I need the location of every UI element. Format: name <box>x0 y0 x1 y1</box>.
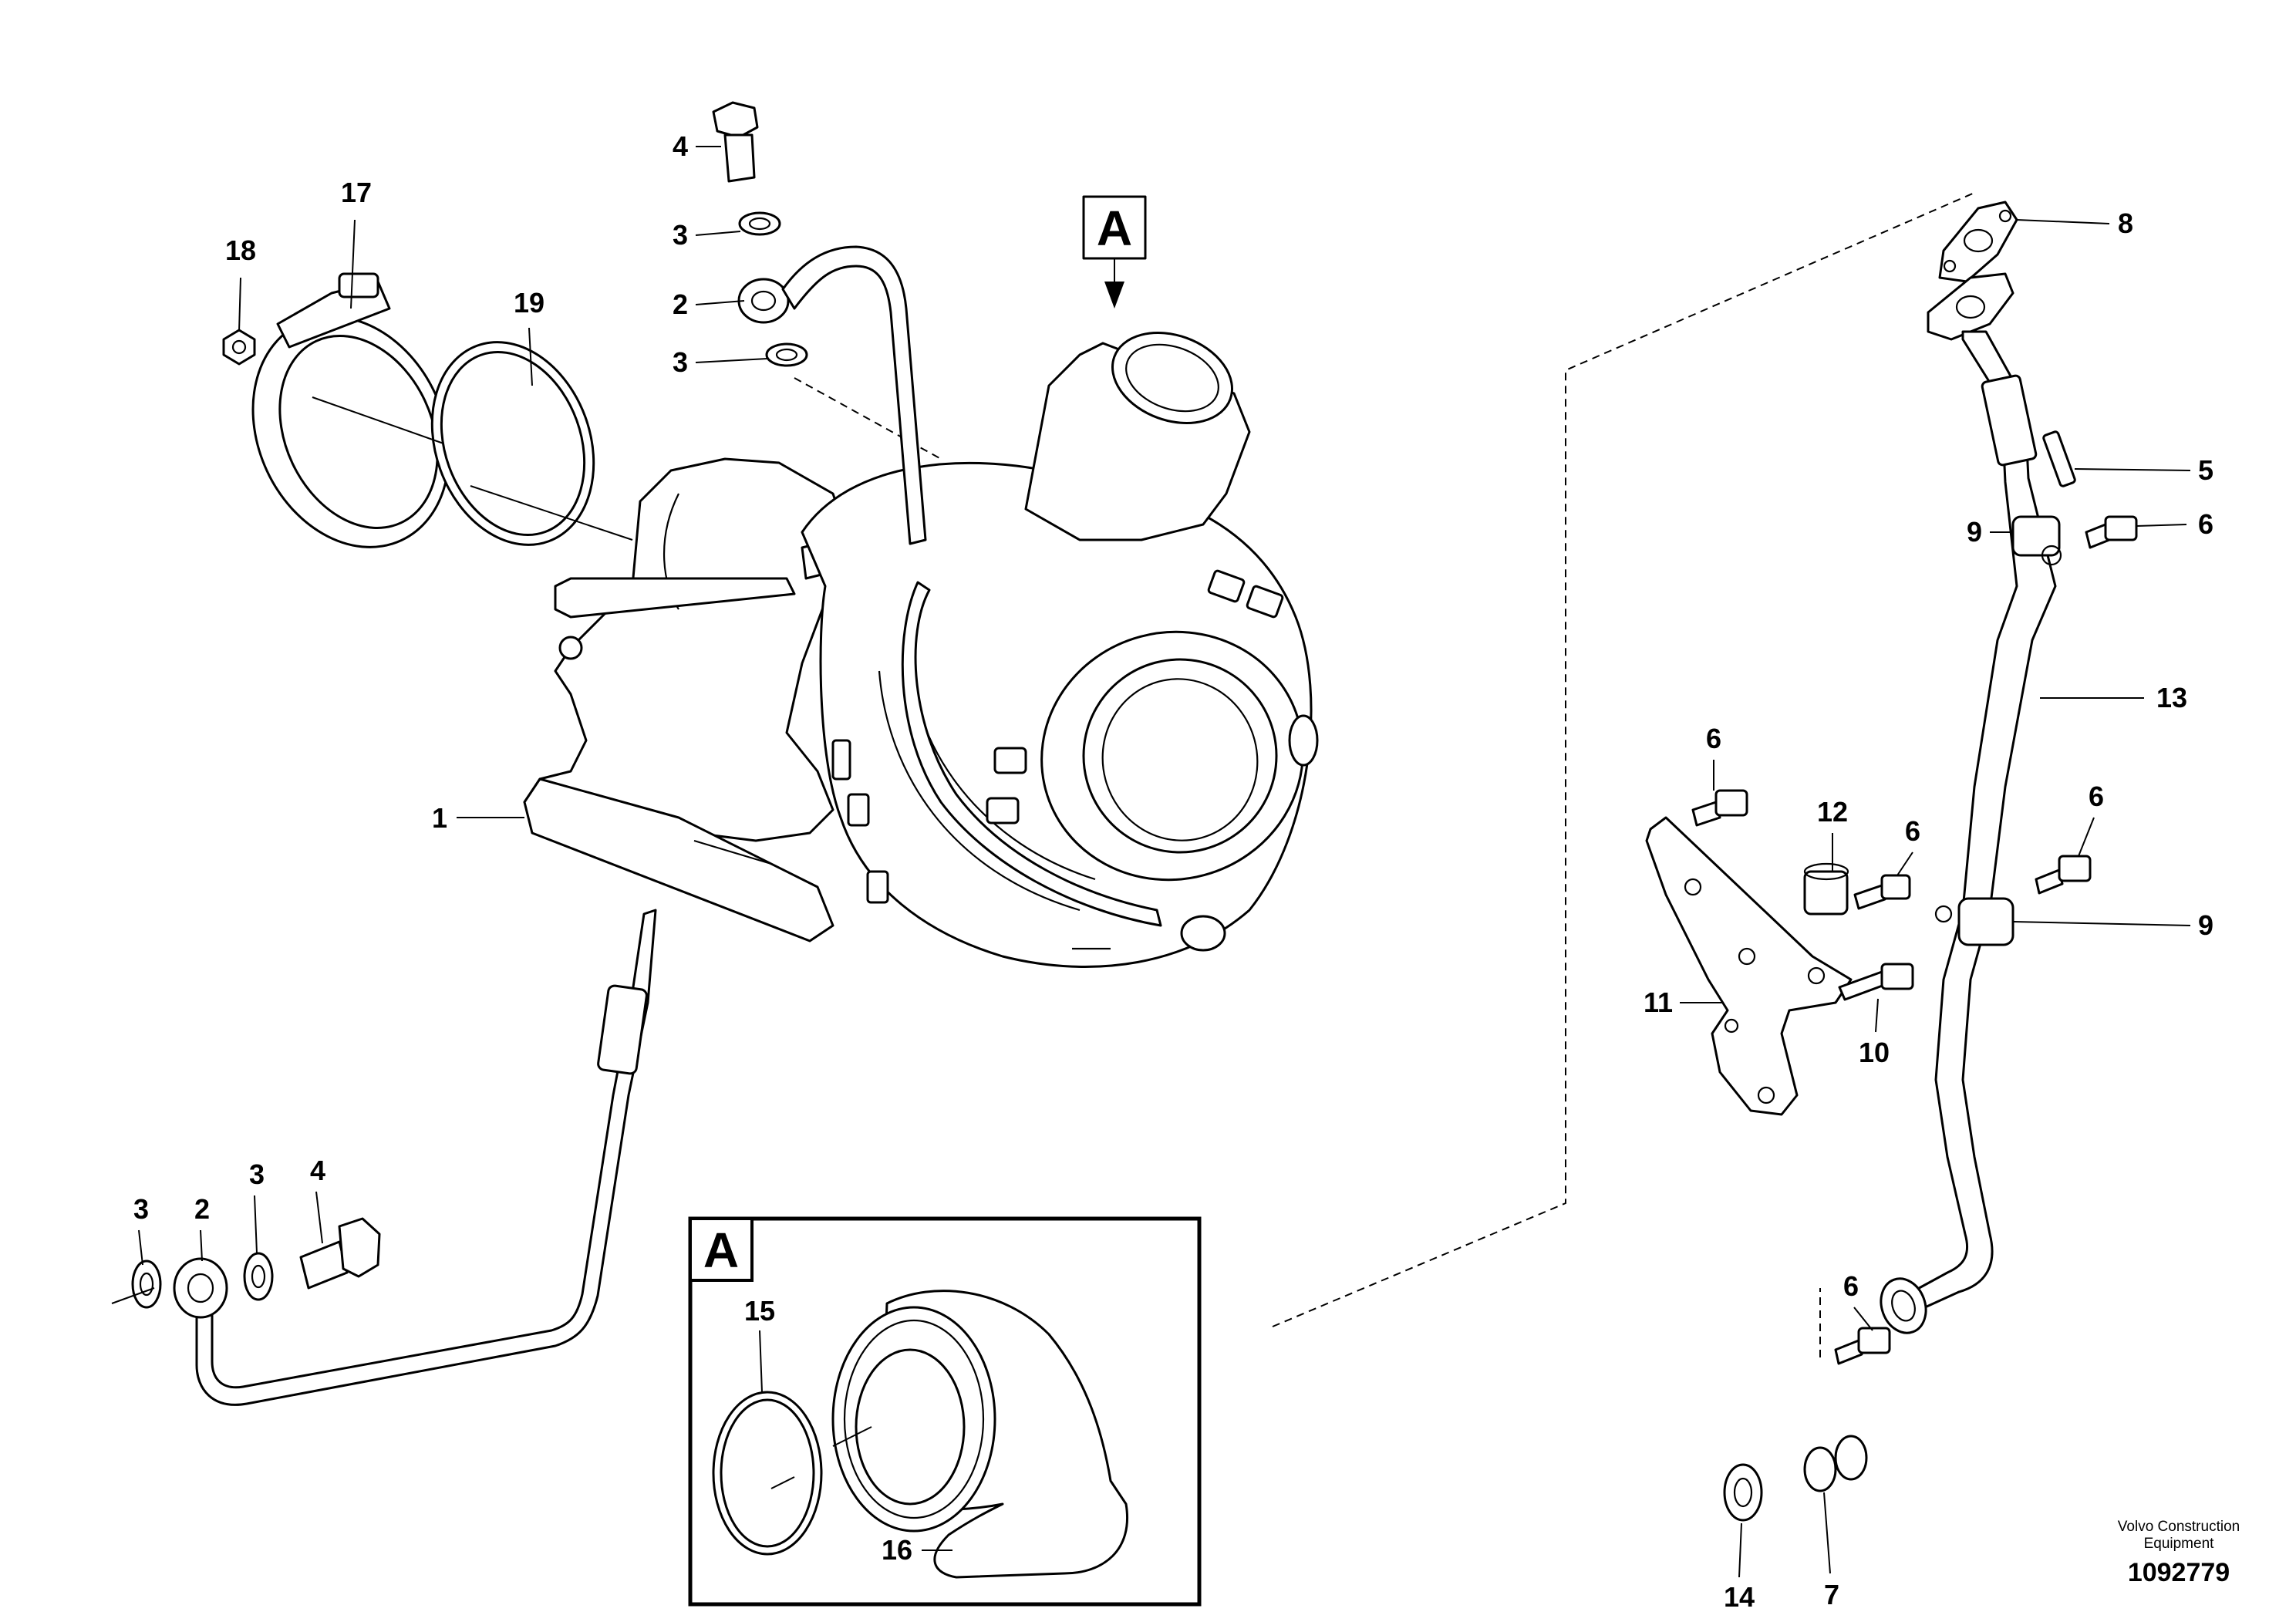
callout-3-lower-a: 3 <box>133 1193 149 1225</box>
bolt-6-upper <box>2085 515 2138 549</box>
callout-3-upper-a: 3 <box>673 219 688 251</box>
bolt-5 <box>2042 430 2076 487</box>
callout-7: 7 <box>1824 1579 1839 1610</box>
callout-11: 11 <box>1644 986 1673 1018</box>
turbocharger <box>523 332 1319 968</box>
bolt-6-lower <box>1834 1327 1891 1365</box>
detail-view-label: A <box>703 1222 739 1278</box>
upper-banjo-bolt <box>712 101 759 183</box>
o-ring-15 <box>712 1391 823 1556</box>
callout-3-lower-b: 3 <box>249 1158 265 1190</box>
callout-3-upper-b: 3 <box>673 346 688 378</box>
detail-view-a: A <box>688 1216 1202 1607</box>
callout-12: 12 <box>1817 796 1848 828</box>
callout-14: 14 <box>1724 1581 1755 1613</box>
seal-ring-14 <box>1723 1463 1763 1522</box>
callout-13: 13 <box>2156 682 2187 713</box>
oil-return-gasket <box>1938 201 2018 283</box>
document-number: 1092779 <box>2128 1558 2230 1587</box>
bolt-6-spacer <box>1853 874 1911 910</box>
bolt-6-pipe <box>2035 855 2092 895</box>
callout-9-lower: 9 <box>2198 909 2213 941</box>
callout-8: 8 <box>2118 207 2133 239</box>
lower-sealing-washer-a <box>131 1259 162 1309</box>
callout-16: 16 <box>882 1534 912 1566</box>
oil-return-pipe <box>1880 272 2057 1334</box>
callout-17: 17 <box>341 177 372 208</box>
callout-2-lower: 2 <box>194 1193 210 1225</box>
bolt-10 <box>1838 963 1914 1001</box>
callout-4-lower: 4 <box>310 1155 325 1186</box>
callout-18: 18 <box>225 234 256 266</box>
lower-banjo-bolt <box>299 1217 381 1290</box>
lower-oil-line <box>195 909 657 1406</box>
upper-sealing-washer-a <box>738 211 781 236</box>
leader-lines <box>111 146 2191 1578</box>
lower-sealing-washer-b <box>243 1252 274 1301</box>
v-band-clamp <box>251 272 450 548</box>
callout-numbers: 1 2 3 3 4 8 5 6 9 13 9 6 12 6 6 11 10 6 … <box>133 130 2213 1613</box>
elbow-16 <box>831 1290 1128 1579</box>
pipe-clamp-lower <box>1934 897 2014 946</box>
callout-2-upper: 2 <box>673 288 688 320</box>
callout-5: 5 <box>2198 454 2213 486</box>
callout-6-spacer: 6 <box>1905 815 1920 847</box>
upper-sealing-washer-b <box>765 342 808 367</box>
seal-ring-7 <box>1803 1435 1868 1492</box>
callout-6-bracket: 6 <box>1706 723 1721 754</box>
callout-4-upper: 4 <box>673 130 688 162</box>
callout-6-lower: 6 <box>1843 1270 1859 1302</box>
upper-banjo-fitting <box>737 245 927 545</box>
credit-line-2: Equipment <box>2144 1536 2215 1552</box>
callout-6-upper: 6 <box>2198 508 2213 540</box>
pipe-clamp-upper <box>2011 515 2062 566</box>
callout-9-upper: 9 <box>1967 516 1982 548</box>
callout-10: 10 <box>1859 1037 1890 1068</box>
dashed-connectors <box>794 192 1975 1357</box>
callout-1: 1 <box>432 802 447 834</box>
bolt-6-bracket <box>1691 789 1748 827</box>
credit-line-1: Volvo Construction <box>2118 1519 2240 1535</box>
mounting-bracket <box>1645 816 1853 1116</box>
view-a-marker: A <box>1082 195 1147 309</box>
view-a-marker-label: A <box>1097 201 1132 256</box>
callout-6-pipe: 6 <box>2089 781 2104 812</box>
footer-credit: Volvo Construction Equipment 1092779 <box>2118 1519 2240 1587</box>
gasket-ring <box>430 341 595 546</box>
callout-15: 15 <box>744 1295 775 1327</box>
spacer-12 <box>1803 862 1849 916</box>
callout-19: 19 <box>514 287 544 319</box>
clamp-nut <box>222 329 256 366</box>
lower-banjo-fitting <box>173 1257 228 1319</box>
